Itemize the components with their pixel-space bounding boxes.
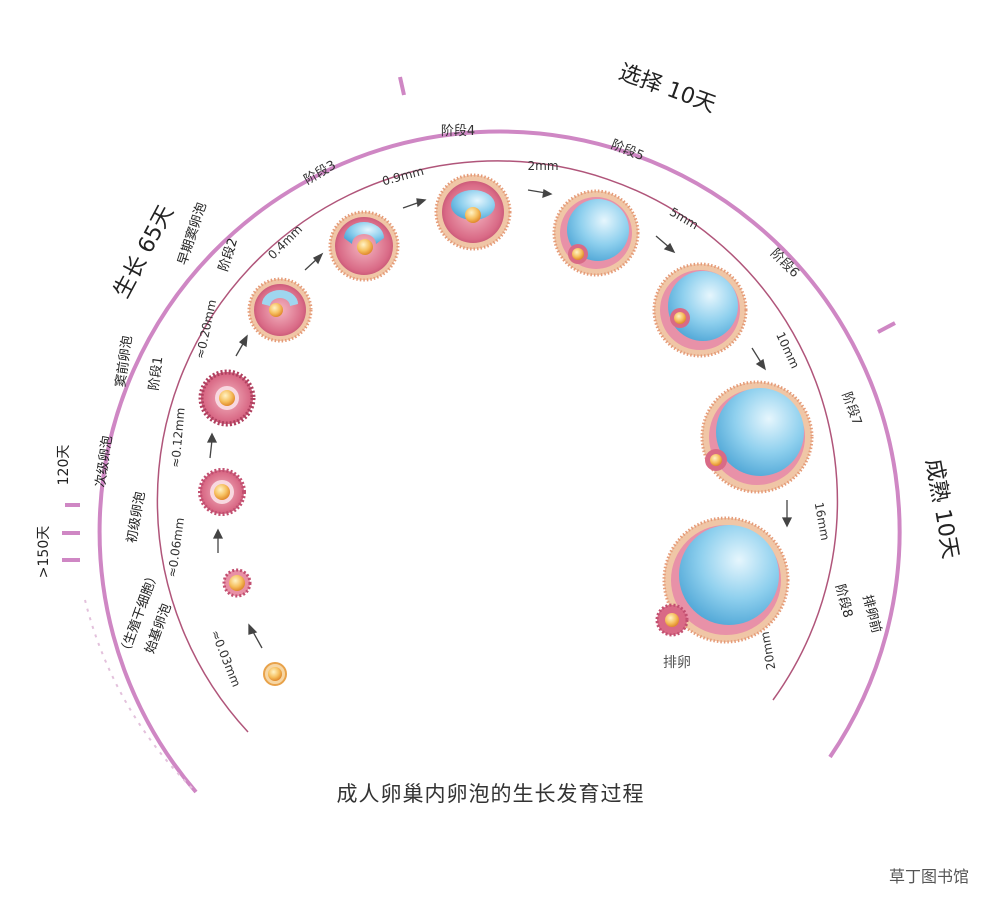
size-label-0-4mm: 0.4mm <box>265 222 305 262</box>
arrow-icon <box>655 235 676 254</box>
phase-separator-selection-maturation <box>877 321 896 334</box>
size-label-10mm: 10mm <box>773 330 802 371</box>
follicle-secondary-icon <box>198 468 246 516</box>
size-label-2mm: 2mm <box>527 159 558 173</box>
phase-label-selection: 选择 10天 <box>615 60 718 118</box>
arrow-icon <box>235 334 248 357</box>
tick-label-150-days: >150天 <box>36 526 52 578</box>
phase-separator-growth-selection <box>398 76 406 96</box>
arrow-icon <box>402 198 427 209</box>
stage-label-4: 阶段4 <box>441 124 475 139</box>
arrow-icon <box>212 528 224 553</box>
arrow-icon <box>527 188 553 198</box>
outer-phase-arc <box>97 129 902 794</box>
arrow-icon <box>751 347 766 371</box>
follicle-primordial-icon <box>263 662 287 686</box>
watermark: 草丁图书馆 <box>888 867 969 886</box>
stage-label-7: 阶段7 <box>838 390 864 427</box>
follicle-name-preovulatory: 排卵前 <box>859 593 885 635</box>
phase-label-growth: 生长 65天 <box>110 201 179 302</box>
follicle-stage-5-icon <box>552 189 640 277</box>
size-label-16mm: 16mm <box>812 501 832 542</box>
size-label-0-20mm: ≈0.20mm <box>193 298 219 360</box>
stage-label-1: 阶段1 <box>147 355 167 391</box>
inner-stage-arc <box>156 160 839 733</box>
arrow-icon <box>781 500 793 528</box>
size-label-5mm: 5mm <box>667 205 701 233</box>
follicle-name-early-antral: 早期窦卵泡 <box>175 201 209 267</box>
follicle-stage-7-icon <box>700 380 814 494</box>
size-label-0-12mm: ≈0.12mm <box>168 407 187 468</box>
follicle-name-secondary: 次级卵泡 <box>92 435 115 489</box>
tick-label-120-days: 120天 <box>56 445 72 486</box>
phase-label-maturation: 成熟 10天 <box>920 457 962 561</box>
stage-label-2: 阶段2 <box>216 236 241 273</box>
follicle-early-antral-icon <box>247 277 313 343</box>
follicle-primary-icon <box>222 568 252 598</box>
follicle-stage-3-icon <box>328 210 400 282</box>
diagram-title: 成人卵巢内卵泡的生长发育过程 <box>336 782 645 806</box>
follicle-name-primary: 初级卵泡 <box>125 490 149 544</box>
follicle-preantral-icon <box>198 369 256 427</box>
follicle-name-preantral: 窦前卵泡 <box>112 335 135 389</box>
progression-arrows <box>206 188 793 649</box>
stage-label-3: 阶段3 <box>302 158 339 188</box>
size-label-0-9mm: 0.9mm <box>381 164 426 189</box>
stage-label-5: 阶段5 <box>609 137 646 164</box>
follicle-stage-4-icon <box>434 173 512 251</box>
follicle-stage-6-icon <box>652 262 748 358</box>
ovulation-label: 排卵 <box>663 655 691 671</box>
size-label-0-06mm: ≈0.06mm <box>165 517 187 579</box>
size-label-20mm: 20mm <box>758 630 778 671</box>
arrow-icon <box>206 432 218 459</box>
stage-label-8: 阶段8 <box>832 583 855 620</box>
follicle-stage-8-icon <box>655 516 790 644</box>
size-label-0-03mm: ≈0.03mm <box>208 628 244 689</box>
arrow-icon <box>248 623 263 649</box>
arrow-icon <box>304 252 324 271</box>
